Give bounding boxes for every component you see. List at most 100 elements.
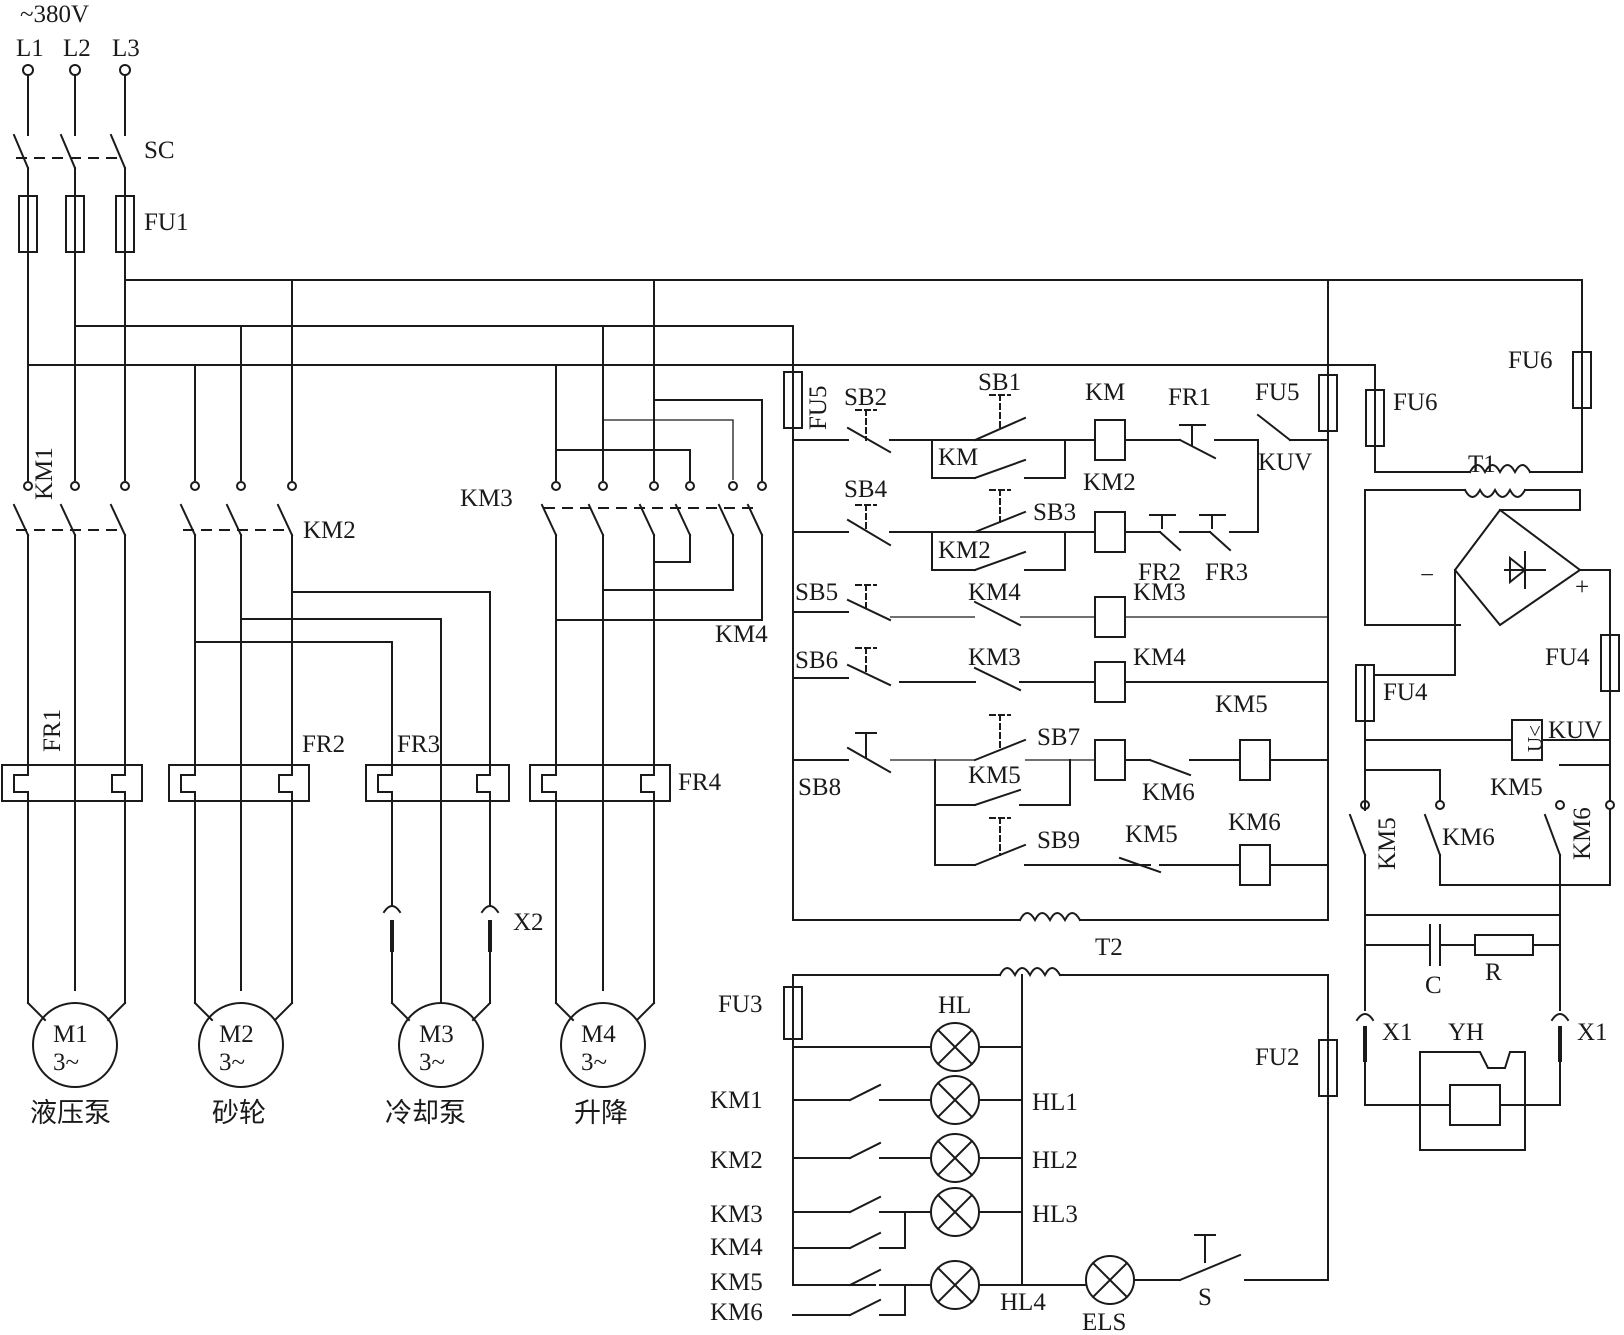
label-yh: YH (1448, 1019, 1484, 1046)
km5-interlock: KM5 (1118, 821, 1178, 874)
km3-km4-contacts: KM3 KM4 (460, 481, 768, 648)
km4-coil: KM4 (1094, 644, 1186, 703)
lamp-hl1: HL1 (930, 1075, 1078, 1125)
motor-m2: M2 3~ 砂轮 (198, 1002, 284, 1128)
fr1-heater: FR1 (1, 709, 143, 802)
label-els: ELS (1082, 1309, 1126, 1335)
sb2-button: SB2 (844, 384, 892, 454)
motor-m3-caption: 冷却泵 (385, 1098, 466, 1128)
label-fr3: FR3 (397, 731, 440, 758)
fuse-fu3: FU3 (718, 986, 803, 1040)
label-km3-coil: KM3 (1133, 579, 1186, 606)
label-s: S (1198, 1284, 1212, 1311)
motor-m2-caption: 砂轮 (212, 1098, 266, 1128)
label-minus: − (1420, 562, 1434, 589)
label-fr1: FR1 (39, 709, 66, 752)
label-x1-right: X1 (1577, 1019, 1608, 1046)
label-t1: T1 (1468, 451, 1496, 478)
label-hl4: HL4 (1000, 1289, 1046, 1316)
bridge-rectifier: − + (1420, 508, 1589, 627)
lamp-hl: HL (930, 992, 980, 1072)
label-fu5-left: FU5 (805, 386, 832, 430)
label-sb7: SB7 (1037, 724, 1080, 751)
fuse-fu1: FU1 (18, 195, 188, 253)
fr4-heater: FR4 (529, 764, 722, 802)
km1-contacts: KM1 (12, 447, 130, 537)
motor-m4-caption: 升降 (574, 1098, 628, 1128)
motor-m4: M4 3~ 升降 (560, 1002, 646, 1128)
label-x1-left: X1 (1382, 1019, 1413, 1046)
label-km4-coil: KM4 (1133, 644, 1186, 671)
label-sc: SC (144, 137, 175, 164)
label-km3-interlock: KM3 (968, 644, 1021, 671)
label-km6-chuck-2: KM6 (1569, 807, 1596, 860)
motor-m2-id: M2 (219, 1021, 254, 1048)
label-sb2: SB2 (844, 384, 887, 411)
label-hl: HL (938, 992, 971, 1019)
label-km3-lamp: KM3 (710, 1201, 763, 1228)
label-fr3-contact: FR3 (1205, 559, 1248, 586)
label-km4-lamp: KM4 (710, 1234, 763, 1261)
label-kuv-contact: KUV (1258, 449, 1312, 476)
label-fr4: FR4 (678, 769, 722, 796)
label-km5-lamp: KM5 (710, 1269, 763, 1296)
sb8-button: SB8 (798, 732, 892, 801)
sb1-button: SB1 (973, 369, 1027, 442)
label-fr2: FR2 (302, 731, 345, 758)
fr3-contact: FR3 (1199, 514, 1248, 586)
x1-plug: X1 X1 (1355, 1013, 1608, 1062)
lamp-hl2: HL2 (930, 1133, 1078, 1183)
label-x2: X2 (513, 909, 544, 936)
label-fu6-top: FU6 (1508, 347, 1552, 374)
label-sb8: SB8 (798, 774, 841, 801)
km6-interlock: KM6 (1142, 758, 1195, 806)
km5-coil: KM5 (1094, 691, 1268, 781)
lamp-hl3: HL3 (930, 1187, 1078, 1237)
terminal-circles (22, 64, 131, 76)
km2-coil: KM2 (1083, 469, 1136, 553)
chuck-contacts: KM5 KM6 KM5 KM6 (1348, 774, 1615, 870)
label-km5-coil: KM5 (1215, 691, 1268, 718)
label-hl1: HL1 (1032, 1089, 1078, 1116)
label-km1-lamp: KM1 (710, 1087, 763, 1114)
label-fr2-contact: FR2 (1138, 559, 1181, 586)
fuse-fu6-left: FU6 (1365, 389, 1437, 447)
label-fu4-left: FU4 (1383, 679, 1428, 706)
fuse-fu4-right: FU4 (1545, 634, 1620, 692)
label-km-coil: KM (1085, 379, 1125, 406)
motor-m3: M3 3~ 冷却泵 (385, 1002, 484, 1128)
label-km5-chuck-2: KM5 (1490, 774, 1543, 801)
resistor-r: R (1474, 934, 1534, 986)
supply-voltage: ~380V (20, 1, 89, 28)
label-plus: + (1575, 574, 1589, 601)
kuv-contact: KUV (1256, 413, 1312, 476)
label-km1: KM1 (31, 447, 58, 500)
lamp-els: ELS (1082, 1255, 1135, 1335)
label-fu3: FU3 (718, 991, 762, 1018)
label-fu4-right: FU4 (1545, 644, 1590, 671)
label-sb6: SB6 (795, 647, 838, 674)
sb3-button: SB3 (973, 489, 1076, 534)
t2-transformer: T2 (998, 934, 1123, 978)
motor-m3-rating: 3~ (419, 1049, 445, 1076)
label-sb4: SB4 (844, 476, 888, 503)
km3-interlock: KM3 (968, 644, 1022, 692)
sb9-button: SB9 (973, 817, 1080, 867)
motor-m1: M1 3~ 液压泵 (30, 1002, 118, 1128)
kuv-relay: U< KUV (1511, 717, 1602, 761)
label-t2: T2 (1095, 934, 1123, 961)
label-hl2: HL2 (1032, 1147, 1078, 1174)
fr1-contact: FR1 (1168, 384, 1217, 460)
fuse-fu5-left: FU5 (783, 371, 832, 430)
label-km6-interlock: KM6 (1142, 779, 1195, 806)
sb5-button: SB5 (795, 579, 892, 622)
label-km4-interlock: KM4 (968, 579, 1021, 606)
switch-s: S (1178, 1234, 1242, 1311)
label-fu6-left: FU6 (1393, 389, 1437, 416)
label-km2-holding: KM2 (938, 537, 991, 564)
main-buses (27, 279, 1583, 391)
sb7-button: SB7 (973, 714, 1080, 762)
fr2-contact: FR2 (1138, 514, 1182, 586)
phase-labels: L1 L2 L3 (16, 35, 140, 62)
